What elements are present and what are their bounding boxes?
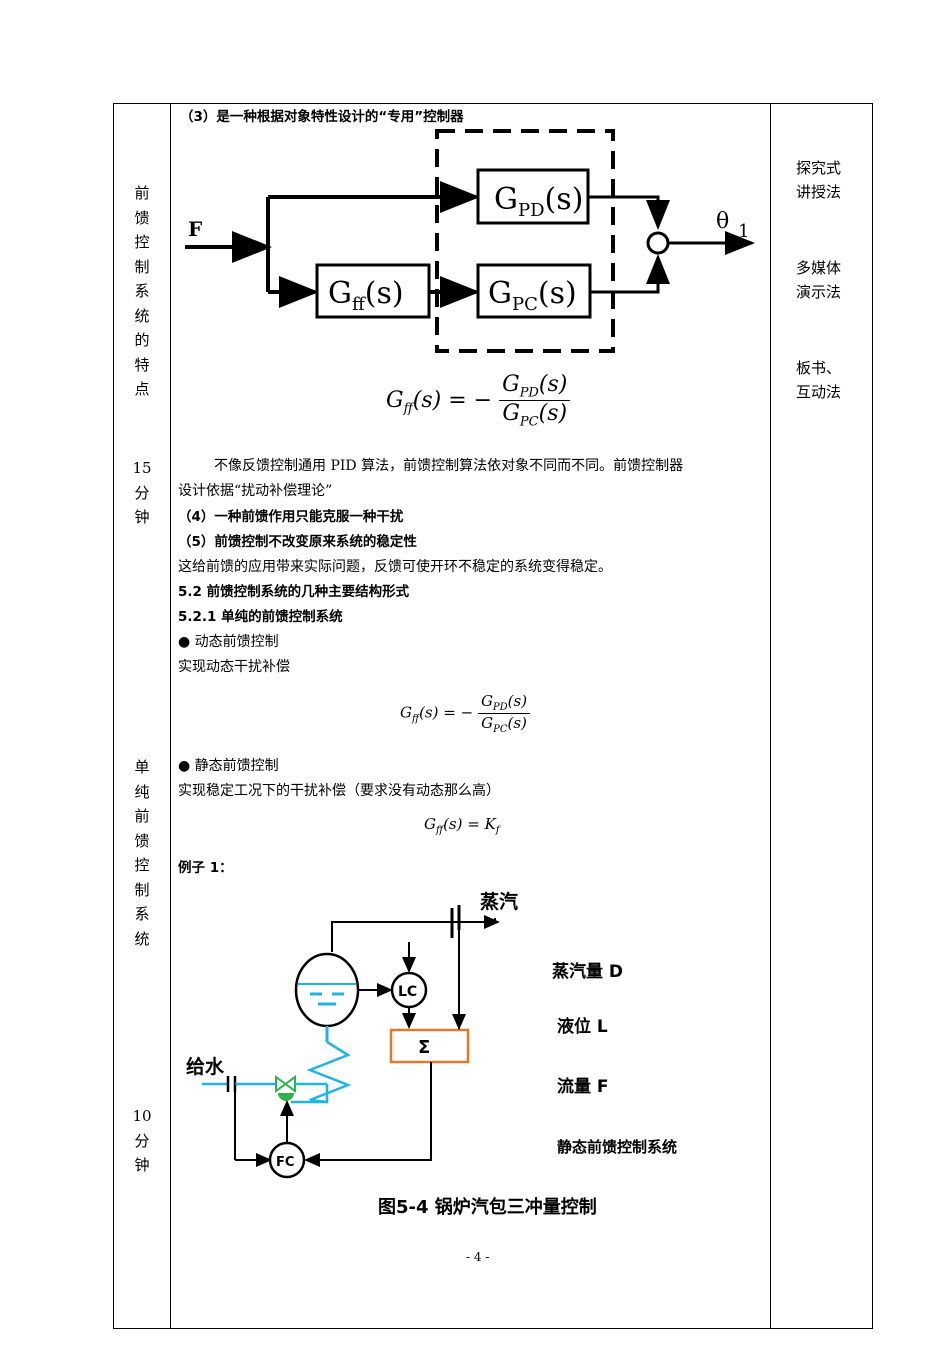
vertical-char: 馈 — [134, 208, 150, 227]
gpc-block — [476, 263, 592, 319]
method-text: 多媒体 — [796, 259, 842, 277]
method-inquiry: 探究式 讲授法 — [796, 156, 866, 204]
method-text: 板书、 — [796, 359, 842, 377]
time-label-10min: 10 分钟 — [130, 1104, 154, 1178]
column-divider-right — [770, 104, 771, 1328]
lesson-table — [113, 103, 873, 1329]
vertical-char: 统 — [134, 929, 150, 948]
vertical-char: 10 — [132, 1107, 152, 1125]
legend-static-ff-system: 静态前馈控制系统 — [557, 1138, 677, 1156]
formula-gff-dynamic: Gff(s) = − GPD(s) GPC(s) — [400, 692, 531, 735]
vertical-char: 15 — [132, 459, 152, 477]
legend-flow: 流量 F — [557, 1076, 609, 1097]
heading-4: （4）一种前馈作用只能克服一种干扰 — [178, 509, 404, 525]
vertical-char: 制 — [134, 880, 150, 899]
vertical-char: 钟 — [134, 508, 150, 526]
method-text: 互动法 — [796, 383, 842, 401]
formula-fraction: GPD(s) GPC(s) — [477, 692, 531, 735]
paragraph-pid-compare-line2: 设计依据“扰动补偿理论” — [178, 483, 333, 499]
legend-level: 液位 L — [557, 1016, 608, 1037]
summing-junction — [646, 231, 670, 255]
section-5-2-1: 5.2.1 单纯的前馈控制系统 — [178, 609, 343, 625]
dynamic-description: 实现动态干扰补偿 — [178, 659, 290, 675]
vertical-char: 钟 — [134, 1156, 150, 1174]
vertical-char: 控 — [134, 233, 150, 251]
input-label: F — [188, 217, 202, 241]
boiler-three-element-diagram: 蒸汽 LC Σ 给水 FC 蒸汽量 D 液位 L 流量 F 静态前馈控制系统 — [186, 890, 677, 1179]
vertical-char: 分 — [134, 1131, 150, 1150]
vertical-char: 系 — [134, 905, 150, 923]
boiler-drum — [294, 952, 360, 1028]
method-text: 讲授法 — [796, 183, 842, 201]
vertical-char: 的 — [134, 331, 150, 349]
vertical-char: 系 — [134, 282, 150, 300]
section-label-pure-feedforward: 单纯前馈控制系统 — [133, 755, 151, 951]
paragraph-pid-compare: 不像反馈控制通用 PID 算法，前馈控制算法依对象不同而不同。前馈控制器 — [214, 458, 684, 474]
output-subscript: 1 — [738, 221, 749, 242]
method-text: 探究式 — [796, 159, 842, 177]
bullet-static-feedforward: ● 静态前馈控制 — [178, 758, 279, 774]
vertical-char: 馈 — [134, 831, 150, 850]
bullet-dynamic-feedforward: ● 动态前馈控制 — [178, 634, 279, 650]
controller-dashed-box — [435, 129, 615, 353]
time-label-15min: 15 分钟 — [130, 456, 154, 530]
sigma-label: Σ — [418, 1037, 430, 1058]
gpd-label: GPD(s) — [494, 182, 583, 221]
vertical-char: 前 — [134, 184, 150, 202]
feedforward-block-diagram: F θ 1 GPD(s) Gff(s) GPC(s) — [185, 129, 755, 353]
vertical-char: 纯 — [134, 782, 150, 801]
gff-label: Gff(s) — [328, 276, 404, 315]
gpc-to-sum — [590, 254, 670, 294]
sum-to-fc — [304, 1062, 432, 1167]
formula-gff-dynamic-large: Gff(s) = − GPD(s) GPC(s) — [386, 372, 571, 430]
vertical-char: 控 — [134, 856, 150, 874]
heading-3: （3）是一种根据对象特性设计的“专用”控制器 — [180, 109, 464, 125]
feedwater-control-valve — [275, 1075, 296, 1093]
feedwater-label: 给水 — [186, 1055, 225, 1078]
paragraph-stability: 这给前馈的应用带来实际问题，反馈可使开环不稳定的系统变得稳定。 — [178, 559, 612, 575]
sigma-summer — [389, 1028, 470, 1064]
economizer-coil — [306, 1040, 352, 1104]
lc-label: LC — [398, 984, 417, 1000]
method-multimedia: 多媒体 演示法 — [796, 256, 866, 304]
valve-actuator — [278, 1093, 294, 1101]
fc-label: FC — [276, 1155, 294, 1170]
method-text: 演示法 — [796, 283, 842, 301]
gff-block — [315, 263, 431, 319]
method-blackboard: 板书、 互动法 — [796, 356, 866, 404]
gpd-to-sum — [588, 195, 670, 230]
steam-label: 蒸汽 — [480, 890, 518, 913]
vertical-char: 前 — [134, 807, 150, 825]
section-label-features: 前馈控制系统的特点 — [133, 181, 151, 402]
output-label: θ — [716, 209, 729, 234]
legend-steam-flow: 蒸汽量 D — [552, 961, 623, 982]
formula-gff-static: Gff(s) = Kf — [424, 815, 500, 836]
vertical-char: 单 — [134, 758, 150, 776]
column-divider-left — [170, 104, 171, 1328]
figure-caption: 图5-4 锅炉汽包三冲量控制 — [378, 1197, 597, 1218]
steam-line — [331, 918, 496, 952]
section-5-2: 5.2 前馈控制系统的几种主要结构形式 — [178, 584, 410, 600]
example-label: 例子 1： — [178, 860, 233, 876]
vertical-char: 点 — [134, 380, 150, 398]
vertical-char: 特 — [134, 355, 150, 374]
heading-5: （5）前馈控制不改变原来系统的稳定性 — [178, 534, 417, 550]
vertical-char: 制 — [134, 257, 150, 276]
static-description: 实现稳定工况下的干扰补偿（要求没有动态那么高） — [178, 783, 500, 799]
vertical-char: 统 — [134, 306, 150, 325]
gpc-label: GPC(s) — [488, 276, 577, 315]
page-number: - 4 - — [466, 1250, 490, 1264]
formula-fraction: GPD(s) GPC(s) — [499, 372, 571, 430]
vertical-char: 分 — [134, 483, 150, 502]
